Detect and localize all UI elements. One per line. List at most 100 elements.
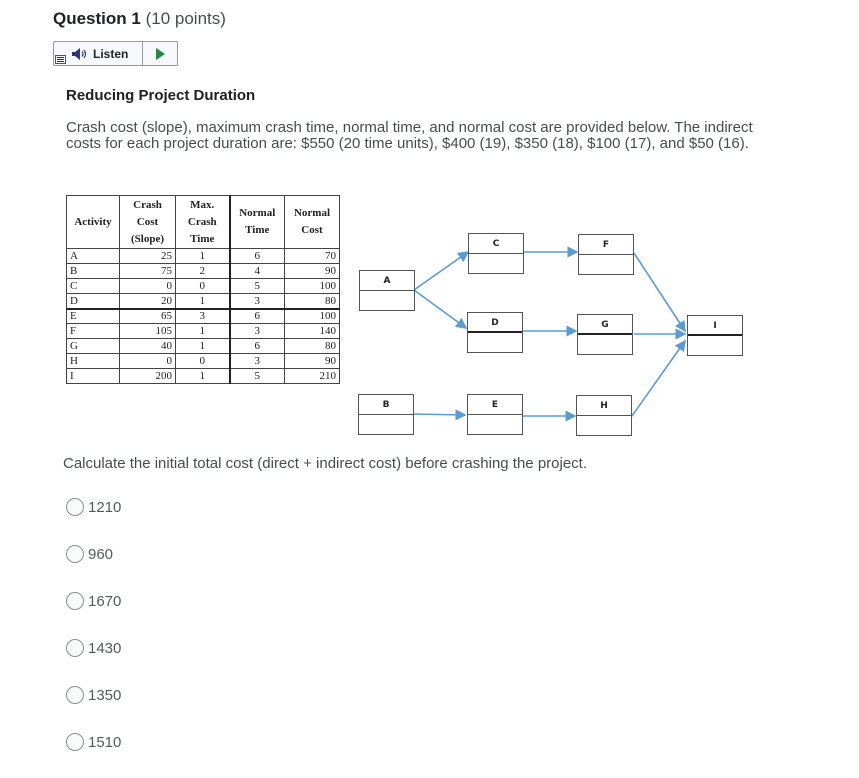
option-1430[interactable]: 1430	[66, 637, 121, 659]
radio-button[interactable]	[66, 592, 84, 610]
cell-slope: 105	[119, 323, 176, 339]
cell-normal-time: 3	[229, 323, 285, 339]
intro-paragraph: Crash cost (slope), maximum crash time, …	[66, 119, 753, 152]
question-title: Question 1 (10 points)	[53, 9, 226, 29]
table-row: B 75 2 4 90	[66, 263, 340, 279]
play-icon	[155, 47, 165, 60]
node-f-label: F	[579, 235, 633, 255]
option-label: 1670	[88, 592, 122, 610]
option-960[interactable]: 960	[66, 543, 121, 565]
table-row: I 200 1 5 210	[66, 368, 340, 384]
cell-activity: H	[66, 353, 120, 369]
cell-slope: 200	[119, 368, 176, 384]
table-row: D 20 1 3 80	[66, 293, 340, 309]
node-i: I	[687, 315, 743, 356]
option-1350[interactable]: 1350	[66, 684, 121, 706]
cell-slope: 40	[119, 338, 176, 354]
question-points: (10 points)	[145, 9, 226, 28]
radio-button[interactable]	[66, 498, 84, 516]
cell-max-crash: 1	[175, 323, 231, 339]
cell-max-crash: 2	[175, 263, 231, 279]
cell-normal-cost: 210	[284, 368, 340, 384]
cell-activity: D	[66, 293, 120, 309]
cell-normal-time: 6	[229, 307, 285, 324]
table-row: G 40 1 6 80	[66, 338, 340, 354]
option-1670[interactable]: 1670	[66, 590, 121, 612]
cell-normal-cost: 100	[284, 307, 340, 324]
arrow-a-d	[413, 289, 468, 329]
node-e-label: E	[468, 395, 522, 415]
cell-activity: E	[66, 307, 120, 324]
radio-button[interactable]	[66, 639, 84, 657]
cell-normal-time: 6	[229, 248, 285, 264]
node-d: D	[467, 312, 523, 353]
node-b: B	[358, 394, 414, 435]
cell-max-crash: 1	[175, 248, 231, 264]
radio-button[interactable]	[66, 686, 84, 704]
cell-activity: A	[66, 248, 120, 264]
cell-activity: G	[66, 338, 120, 354]
header-max-crash-time: Max. Crash Time	[175, 195, 231, 249]
cell-normal-time: 5	[229, 278, 285, 294]
listen-button[interactable]: Listen	[54, 42, 143, 65]
table-row: A 25 1 6 70	[66, 248, 340, 264]
header-normal-time: Normal Time	[229, 195, 285, 249]
node-g-label: G	[578, 315, 632, 335]
speaker-icon	[72, 47, 87, 60]
header-crash-cost: Crash Cost (Slope)	[119, 195, 176, 249]
cell-slope: 0	[119, 278, 176, 294]
cell-activity: B	[66, 263, 120, 279]
cell-normal-time: 3	[229, 353, 285, 369]
cell-normal-cost: 100	[284, 278, 340, 294]
node-i-label: I	[688, 316, 742, 336]
cell-normal-time: 6	[229, 338, 285, 354]
question-number: Question 1	[53, 9, 141, 28]
radio-button[interactable]	[66, 545, 84, 563]
cell-normal-cost: 140	[284, 323, 340, 339]
radio-button[interactable]	[66, 733, 84, 751]
option-label: 1510	[88, 733, 122, 751]
node-h-label: H	[577, 396, 631, 416]
cell-normal-cost: 70	[284, 248, 340, 264]
node-f: F	[578, 234, 634, 275]
listen-widget: Listen	[53, 41, 178, 66]
arrow-f-i	[633, 252, 686, 333]
cell-max-crash: 3	[175, 307, 231, 324]
cell-activity: F	[66, 323, 120, 339]
arrow-b-e	[412, 409, 467, 421]
cell-normal-time: 4	[229, 263, 285, 279]
option-label: 960	[88, 545, 114, 563]
header-activity: Activity	[66, 195, 120, 249]
cell-normal-cost: 90	[284, 263, 340, 279]
table-row: E 65 3 6 100	[66, 307, 340, 324]
section-heading: Reducing Project Duration	[66, 87, 256, 104]
cell-slope: 65	[119, 307, 176, 324]
option-1510[interactable]: 1510	[66, 731, 121, 753]
node-d-label: D	[468, 313, 522, 333]
play-button[interactable]	[143, 42, 177, 65]
cell-normal-cost: 80	[284, 338, 340, 354]
cell-activity: C	[66, 278, 120, 294]
option-1210[interactable]: 1210	[66, 496, 121, 518]
cell-slope: 20	[119, 293, 176, 309]
menu-icon[interactable]	[55, 55, 66, 64]
option-label: 1210	[88, 498, 122, 516]
cell-max-crash: 0	[175, 278, 231, 294]
cell-max-crash: 1	[175, 338, 231, 354]
node-g: G	[577, 314, 633, 355]
cell-normal-time: 3	[229, 293, 285, 309]
cell-slope: 75	[119, 263, 176, 279]
cell-max-crash: 1	[175, 293, 231, 309]
activity-table: Activity Crash Cost (Slope) Max. Crash T…	[66, 195, 340, 384]
cell-activity: I	[66, 368, 120, 384]
arrow-a-c	[413, 251, 470, 291]
table-header-row: Activity Crash Cost (Slope) Max. Crash T…	[66, 195, 340, 249]
option-label: 1350	[88, 686, 122, 704]
node-h: H	[576, 395, 632, 436]
cell-normal-time: 5	[229, 368, 285, 384]
table-row: F 105 1 3 140	[66, 323, 340, 339]
node-a: A	[359, 270, 415, 311]
arrow-h-i	[631, 339, 686, 417]
table-row: H 0 0 3 90	[66, 353, 340, 369]
